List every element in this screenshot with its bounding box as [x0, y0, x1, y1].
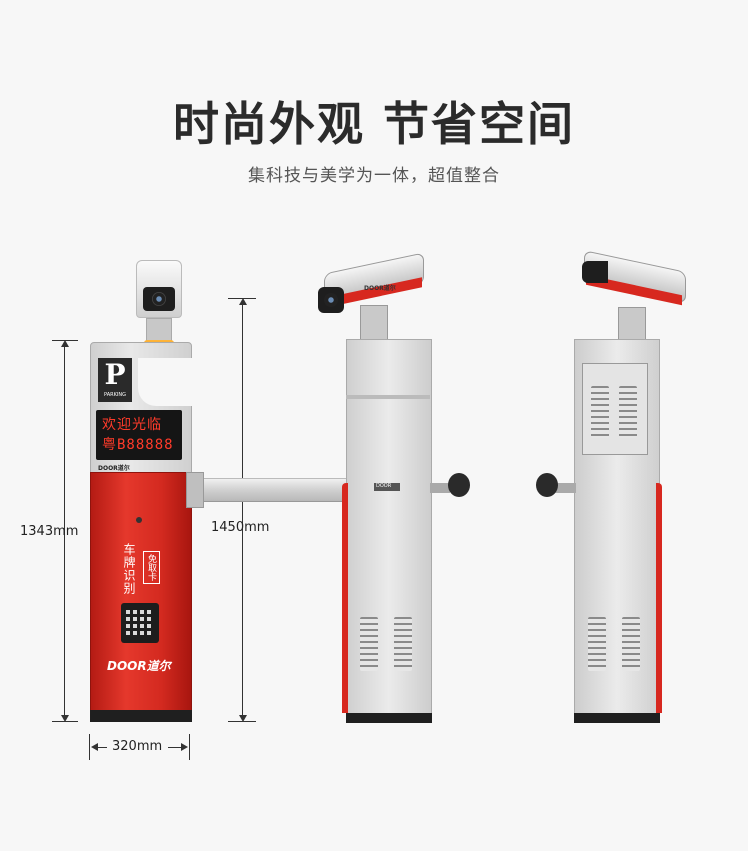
arrow-up-icon [239, 298, 247, 305]
panel-text: 车牌识别 [122, 543, 136, 595]
brand-small: DOOR道尔 [98, 465, 130, 472]
side-device-middle: DOOR道尔 DOOR [316, 252, 486, 725]
side-camera-right [580, 250, 690, 317]
arrow-right-icon [181, 743, 188, 751]
height-label-total: 1450mm [211, 520, 270, 535]
camera-brand-text: DOOR道尔 [364, 285, 396, 292]
vent-right [394, 617, 412, 671]
led-line-1: 欢迎光临 [102, 417, 162, 433]
side-camera-middle: DOOR道尔 [316, 252, 426, 315]
height-label-main: 1343mm [20, 524, 79, 539]
plate-label: DOOR [376, 483, 392, 489]
brand-logo: DOOR道尔 [107, 659, 171, 673]
parking-sign-letter: P [104, 358, 126, 391]
arrow-down-icon [239, 715, 247, 722]
vent-right [622, 617, 640, 671]
card-text: 免取卡 [143, 551, 160, 584]
maintenance-door [582, 363, 648, 455]
barrier-arm [186, 478, 356, 502]
parking-sign-text: PARKING [104, 392, 126, 398]
width-label: 320mm [112, 739, 163, 754]
led-line-2: 粤B88888 [102, 437, 174, 453]
vent-left [360, 617, 378, 671]
side-device-right [530, 250, 700, 725]
front-device: P PARKING 欢迎光临 粤B88888 DOOR道尔 车牌识别 免取卡 D… [88, 258, 198, 724]
height-dimension-total [236, 298, 250, 722]
height-dimension-main [58, 340, 72, 722]
card-reader [121, 603, 159, 643]
arrow-up-icon [61, 340, 69, 347]
parking-sign: P PARKING [98, 358, 132, 402]
front-red-panel: 车牌识别 免取卡 DOOR道尔 [90, 472, 192, 712]
vent-left [588, 617, 606, 671]
led-display: 欢迎光临 粤B88888 [96, 410, 182, 460]
arrow-down-icon [61, 715, 69, 722]
arm-motor [536, 473, 558, 497]
arm-motor [448, 473, 470, 497]
front-camera [136, 260, 182, 318]
page-subtitle: 集科技与美学为一体，超值整合 [248, 166, 500, 186]
page-title: 时尚外观 节省空间 [172, 97, 575, 151]
arrow-left-icon [91, 743, 98, 751]
